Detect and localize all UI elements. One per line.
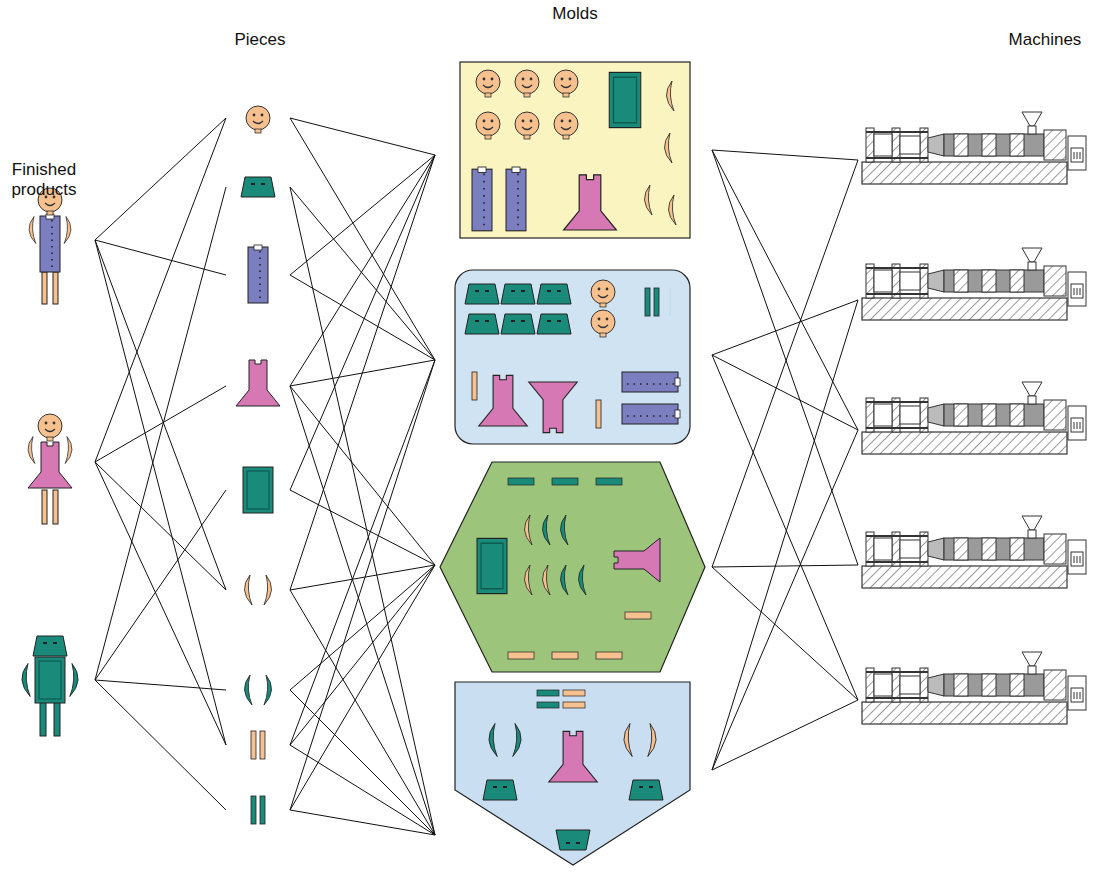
product-robot <box>22 636 78 736</box>
connection-line <box>290 386 435 565</box>
connection-line <box>290 565 435 810</box>
column-heading: Finished products <box>4 160 84 201</box>
connection-line <box>95 240 226 590</box>
connection-line <box>712 150 858 160</box>
pieces <box>236 106 280 824</box>
injection-machine <box>862 516 1086 588</box>
connection-line <box>95 240 226 275</box>
connection-line <box>95 490 226 680</box>
injection-machine <box>862 112 1086 184</box>
connection-line <box>290 187 435 835</box>
column-heading: Machines <box>990 30 1100 50</box>
connection-line <box>290 187 435 360</box>
injection-machine <box>862 248 1086 320</box>
connection-line <box>712 300 858 355</box>
connection-line <box>712 300 858 770</box>
connection-line <box>95 240 226 745</box>
connection-line <box>95 118 226 240</box>
connection-line <box>712 430 858 770</box>
mold-yellow <box>460 62 690 238</box>
column-heading: Molds <box>530 4 620 24</box>
connection-line <box>290 155 435 590</box>
product-boy <box>29 188 71 304</box>
connection-line <box>290 118 435 155</box>
connection-line <box>712 565 858 567</box>
connection-line <box>290 155 435 275</box>
connection-line <box>712 567 858 700</box>
mold-blue <box>455 270 690 444</box>
connection-line <box>712 150 858 565</box>
connection-line <box>712 160 858 567</box>
connection-line <box>95 680 226 810</box>
mold-green <box>440 462 705 672</box>
connection-line <box>95 462 226 745</box>
connection-line <box>290 360 435 810</box>
product-girl <box>28 414 72 524</box>
mold-pentagon <box>455 682 690 865</box>
connection-line <box>712 355 858 700</box>
connection-line <box>290 155 435 386</box>
connection-line <box>290 745 435 835</box>
connection-line <box>712 355 858 430</box>
connection-line <box>95 118 226 462</box>
connection-line <box>290 810 435 835</box>
column-heading: Pieces <box>220 30 300 50</box>
connection-line <box>290 565 435 745</box>
connection-line <box>95 462 226 590</box>
connection-line <box>712 150 858 430</box>
connection-line <box>290 155 435 490</box>
injection-machine <box>862 382 1086 454</box>
connection-line <box>290 275 435 360</box>
connection-line <box>95 680 226 690</box>
connection-line <box>290 386 435 835</box>
connection-line <box>95 386 226 462</box>
connection-line <box>95 187 226 680</box>
injection-machine <box>862 652 1086 724</box>
connection-line <box>290 590 435 835</box>
connection-line <box>290 690 435 835</box>
connection-line <box>712 700 858 770</box>
